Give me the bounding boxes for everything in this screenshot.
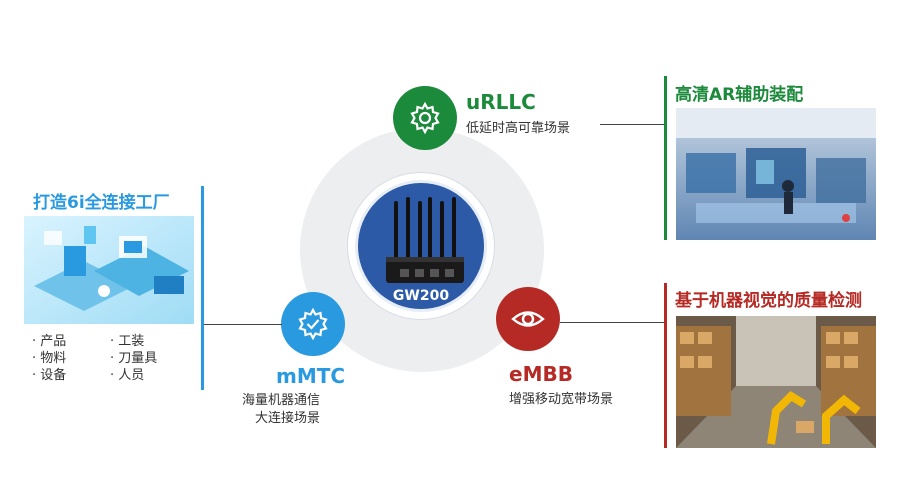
embb-badge <box>496 287 560 351</box>
gear-icon <box>410 101 440 135</box>
left-panel-bar <box>201 186 204 390</box>
urllc-badge <box>393 86 457 150</box>
bullet-item: · 产品 <box>32 334 67 349</box>
left-panel-bullets-col1: · 产品 · 物料 · 设备 <box>32 333 66 384</box>
connector-line-urllc <box>600 124 664 125</box>
left-panel-bullets-col2: · 工装 · 刀量具 · 人员 <box>110 333 157 384</box>
right-top-panel-title: 高清AR辅助装配 <box>675 85 804 105</box>
right-top-panel-bar <box>664 76 667 240</box>
smart-factory-illustration <box>24 216 194 324</box>
machine-vision-warehouse-photo <box>676 316 876 448</box>
embb-subtitle: 增强移动宽带场景 <box>509 392 614 407</box>
mmtc-badge <box>281 292 345 356</box>
urllc-subtitle: 低延时高可靠场景 <box>466 121 571 136</box>
bullet-item: · 工装 <box>110 334 145 349</box>
mmtc-title: mMTC <box>276 364 346 388</box>
right-bottom-panel-title: 基于机器视觉的质量检测 <box>675 291 862 311</box>
left-panel-title: 打造6i全连接工厂 <box>33 193 170 213</box>
center-device-circle <box>355 180 487 312</box>
bullet-item: · 人员 <box>110 368 145 383</box>
connector-line-embb <box>560 322 664 323</box>
right-bottom-panel-bar <box>664 283 667 448</box>
gear-check-icon <box>298 307 328 341</box>
ar-assembly-photo <box>676 108 876 240</box>
urllc-title: uRLLC <box>466 90 536 114</box>
mmtc-subtitle-line2: 大连接场景 <box>255 411 321 426</box>
mmtc-subtitle-line1: 海量机器通信 <box>242 393 321 408</box>
bullet-item: · 设备 <box>32 368 67 383</box>
device-label: GW200 <box>392 288 450 304</box>
connector-line-mmtc <box>204 324 282 325</box>
bullet-item: · 刀量具 <box>110 351 158 366</box>
bullet-item: · 物料 <box>32 351 67 366</box>
eye-icon <box>511 311 545 327</box>
embb-title: eMBB <box>509 362 573 386</box>
router-device-icon <box>386 197 464 283</box>
